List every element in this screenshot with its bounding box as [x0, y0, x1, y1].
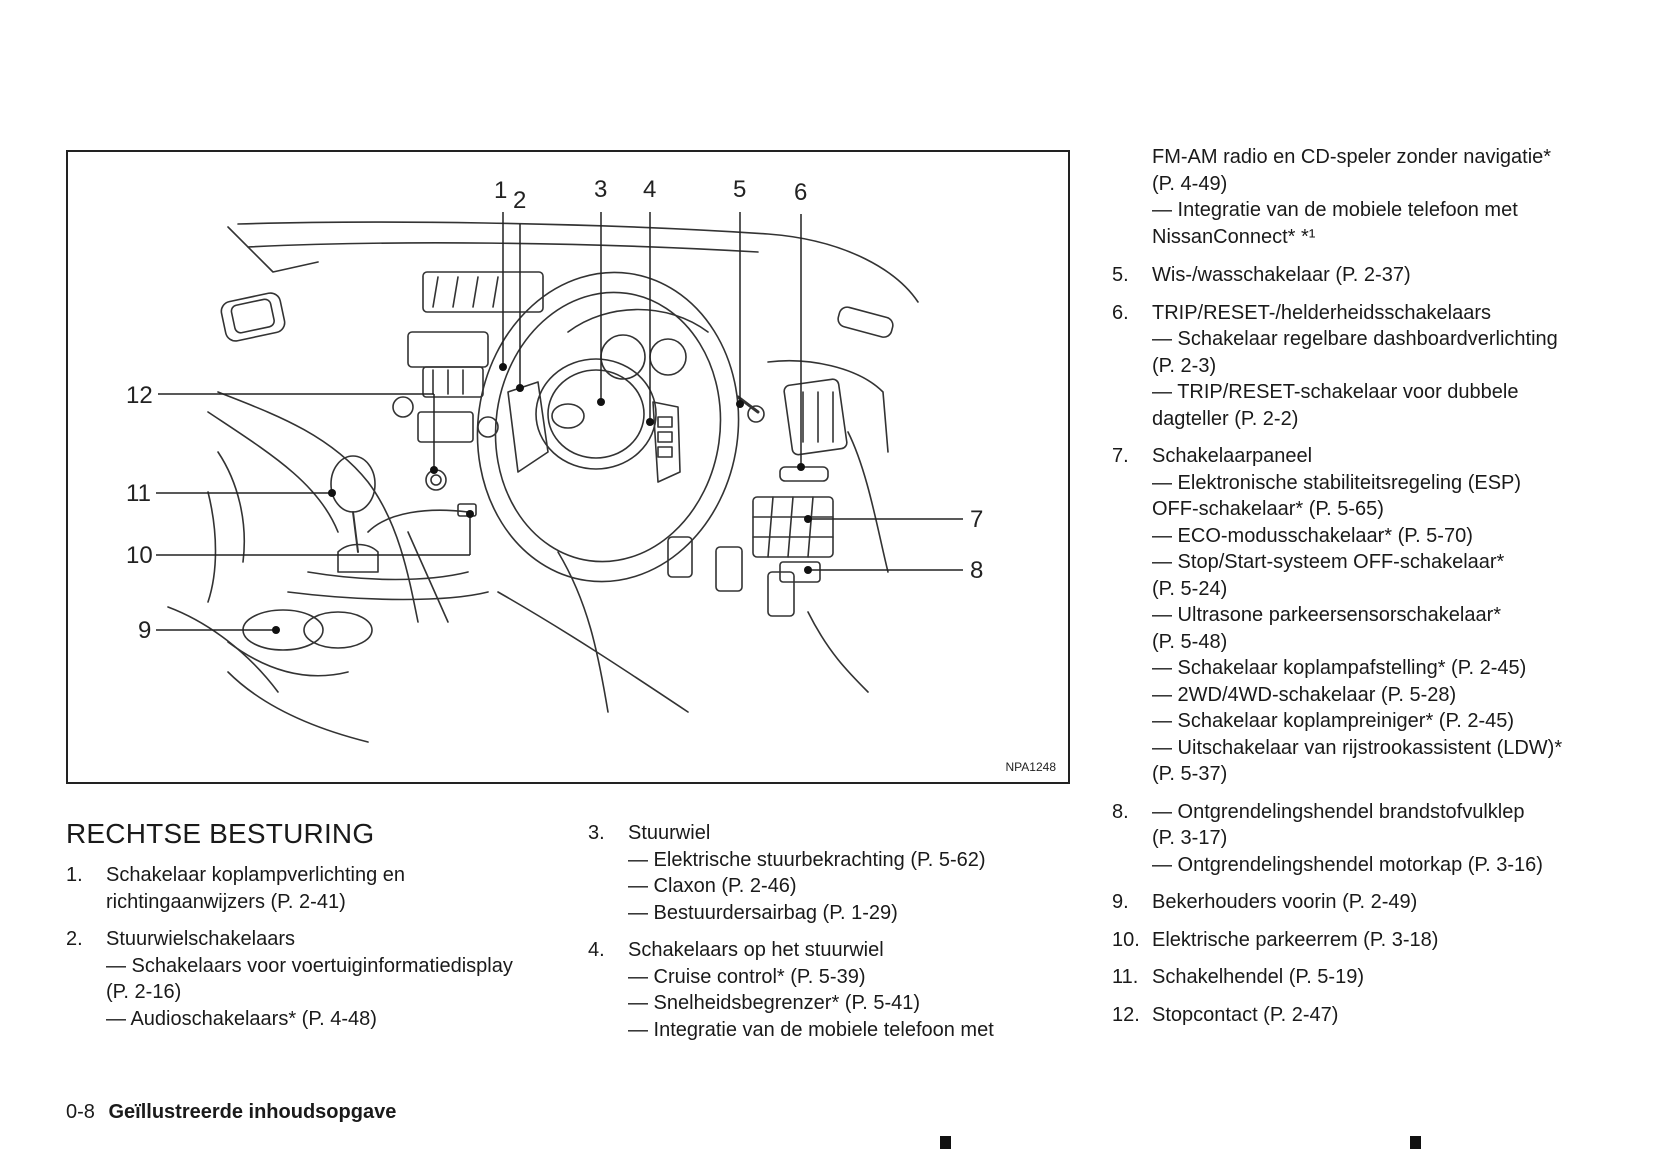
callout-2: 2	[513, 187, 526, 214]
page-footer: 0-8 Geïllustreerde inhoudsopgave	[66, 1101, 396, 1124]
figure-code: NPA1248	[1005, 760, 1056, 774]
callout-11: 11	[126, 480, 151, 507]
item-4-continuation: FM-AM radio en CD-speler zonder navigati…	[1152, 146, 1552, 248]
crop-mark-left	[940, 1136, 951, 1149]
list-item-3: 3. Stuurwiel — Elektrische stuurbekracht…	[588, 822, 986, 924]
list-item-6: 6. TRIP/RESET-/helderheidsschakelaars — …	[1112, 301, 1558, 430]
callout-7: 7	[970, 506, 983, 533]
section-heading: RECHTSE BESTURING	[66, 818, 375, 849]
callout-1: 1	[494, 177, 507, 204]
list-item-11: 11. Schakelhendel (P. 5-19)	[1112, 966, 1364, 988]
list-item-7: 7. Schakelaarpaneel — Elektronische stab…	[1112, 445, 1563, 785]
list-column-2: 3. Stuurwiel — Elektrische stuurbekracht…	[588, 820, 1028, 1054]
footer-title: Geïllustreerde inhoudsopgave	[108, 1101, 397, 1123]
callout-8: 8	[970, 557, 983, 584]
list-item-8: 8. — Ontgrendelingshendel brandstofvulkl…	[1112, 800, 1543, 876]
dashboard-drawing: 1 2 3 4 5 6 7 8 9 10 11 12	[126, 176, 983, 743]
callout-10: 10	[126, 542, 153, 569]
list-item-4: 4. Schakelaars op het stuurwiel — Cruise…	[588, 939, 994, 1041]
page-number: 0-8	[66, 1101, 95, 1123]
list-item-2: 2. Stuurwielschakelaars — Schakelaars vo…	[66, 928, 513, 1030]
list-column-3: FM-AM radio en CD-speler zonder navigati…	[1112, 144, 1612, 1039]
callout-5: 5	[733, 176, 746, 203]
list-item-9: 9. Bekerhouders voorin (P. 2-49)	[1112, 891, 1418, 913]
callout-3: 3	[594, 176, 607, 203]
list-item-1: 1. Schakelaar koplampverlichting en rich…	[66, 864, 406, 913]
callout-4: 4	[643, 176, 656, 203]
list-column-1: 1. Schakelaar koplampverlichting en rich…	[66, 862, 556, 1043]
callout-6: 6	[794, 179, 807, 206]
dashboard-illustration: 1 2 3 4 5 6 7 8 9 10 11 12 NPA1248	[66, 150, 1070, 784]
callout-9: 9	[138, 617, 151, 644]
crop-mark-right	[1410, 1136, 1421, 1149]
list-item-10: 10. Elektrische parkeerrem (P. 3-18)	[1112, 928, 1439, 951]
list-item-12: 12. Stopcontact (P. 2-47)	[1112, 1003, 1339, 1026]
list-item-5: 5. Wis-/wasschakelaar (P. 2-37)	[1112, 264, 1411, 286]
callout-12: 12	[126, 382, 153, 409]
